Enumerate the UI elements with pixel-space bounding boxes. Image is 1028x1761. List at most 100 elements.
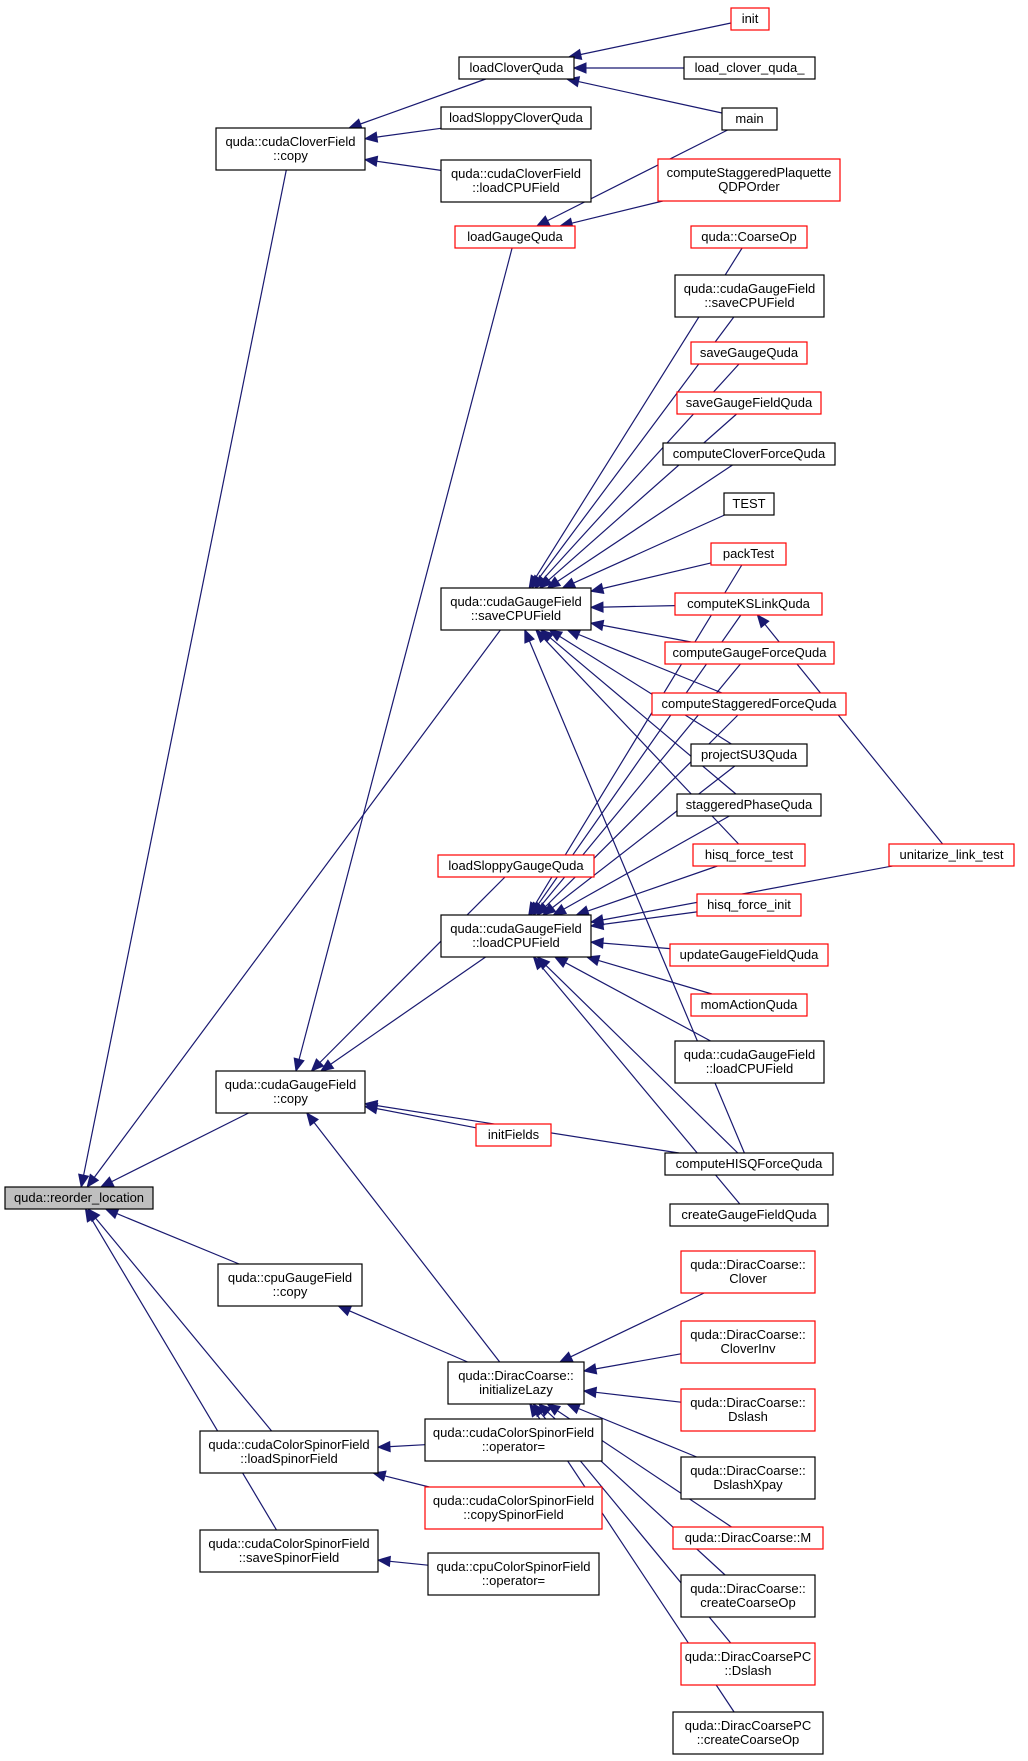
edge-line	[578, 1407, 697, 1458]
edge-line	[602, 865, 893, 921]
node-computeHISQForceQuda[interactable]: computeHISQForceQuda	[664, 1152, 834, 1176]
node-computeGaugeForceQuda[interactable]: computeGaugeForceQuda	[664, 641, 835, 665]
node-cpuGaugeField_copy[interactable]: quda::cpuGaugeField::copy	[217, 1263, 363, 1307]
node-box	[669, 1203, 829, 1227]
edge-line	[83, 169, 287, 1176]
node-box	[672, 1711, 824, 1755]
node-box	[730, 7, 770, 31]
node-projectSU3Quda[interactable]: projectSU3Quda	[690, 743, 808, 767]
node-DiracCoarse_Clover[interactable]: quda::DiracCoarse::Clover	[680, 1250, 816, 1294]
edge-arrowhead	[78, 1173, 90, 1189]
node-loadCloverQuda[interactable]: loadCloverQuda	[458, 56, 575, 80]
node-label: quda::cudaGaugeField	[684, 1047, 816, 1062]
node-label: computeCloverForceQuda	[673, 446, 826, 461]
node-cudaCloverField_copy[interactable]: quda::cudaCloverField::copy	[215, 127, 366, 171]
node-box	[440, 914, 592, 958]
edge-line	[360, 78, 487, 125]
node-cudaGaugeField_saveCPUField_2[interactable]: quda::cudaGaugeField::saveCPUField	[674, 274, 825, 318]
node-label: main	[735, 111, 763, 126]
node-TEST[interactable]: TEST	[723, 492, 775, 516]
node-saveGaugeFieldQuda[interactable]: saveGaugeFieldQuda	[676, 391, 822, 415]
edge-line	[559, 635, 732, 745]
node-label: quda::DiracCoarsePC	[685, 1649, 811, 1664]
node-label: ::Dslash	[725, 1663, 772, 1678]
node-box	[674, 1040, 825, 1084]
node-DiracCoarse_createCoarseOp[interactable]: quda::DiracCoarse::createCoarseOp	[680, 1574, 816, 1618]
node-label: computeStaggeredPlaquette	[667, 165, 832, 180]
node-label: init	[742, 11, 759, 26]
edge-DiracCoarse_CloverInv-to-DiracCoarse_initializeLazy	[582, 1353, 682, 1375]
edge-TEST-to-cudaGaugeField_saveCPUField_main	[561, 514, 725, 589]
node-cudaColorSpinorField_loadSpinorField[interactable]: quda::cudaColorSpinorField::loadSpinorFi…	[199, 1430, 379, 1474]
node-hisq_force_test[interactable]: hisq_force_test	[692, 843, 806, 867]
node-box	[424, 1418, 603, 1462]
node-hisq_force_init[interactable]: hisq_force_init	[696, 893, 802, 917]
node-CoarseOp[interactable]: quda::CoarseOp	[690, 225, 808, 249]
node-cudaGaugeField_loadCPUField_main[interactable]: quda::cudaGaugeField::loadCPUField	[440, 914, 592, 958]
node-computeCloverForceQuda[interactable]: computeCloverForceQuda	[662, 442, 836, 466]
node-DiracCoarse_CloverInv[interactable]: quda::DiracCoarse::CloverInv	[680, 1320, 816, 1364]
edge-arrowhead	[756, 613, 770, 629]
node-momActionQuda[interactable]: momActionQuda	[690, 993, 808, 1017]
edge-arrowhead	[541, 902, 557, 916]
node-init[interactable]: init	[730, 7, 770, 31]
edge-line	[565, 962, 711, 1042]
node-cpuColorSpinorField_operator_eq[interactable]: quda::cpuColorSpinorField::operator=	[427, 1552, 600, 1596]
node-label: hisq_force_init	[707, 897, 791, 912]
node-DiracCoarse_DslashXpay[interactable]: quda::DiracCoarse::DslashXpay	[680, 1456, 816, 1500]
node-cudaCloverField_loadCPUField[interactable]: quda::cudaCloverField::loadCPUField	[440, 159, 592, 203]
edge-arrowhead	[566, 1403, 582, 1415]
node-label: createGaugeFieldQuda	[681, 1207, 817, 1222]
node-loadSloppyGaugeQuda[interactable]: loadSloppyGaugeQuda	[437, 854, 595, 878]
node-staggeredPhaseQuda[interactable]: staggeredPhaseQuda	[676, 793, 822, 817]
node-createGaugeFieldQuda[interactable]: createGaugeFieldQuda	[669, 1203, 829, 1227]
node-computeKSLinkQuda[interactable]: computeKSLinkQuda	[674, 592, 823, 616]
edge-line	[595, 1391, 682, 1403]
node-initFields[interactable]: initFields	[475, 1123, 552, 1147]
node-loadGaugeQuda[interactable]: loadGaugeQuda	[454, 225, 576, 249]
node-unitarize_link_test[interactable]: unitarize_link_test	[888, 843, 1015, 867]
node-label: ::operator=	[482, 1573, 545, 1588]
node-label: QDPOrder	[718, 179, 780, 194]
node-DiracCoarse_initializeLazy[interactable]: quda::DiracCoarse::initializeLazy	[447, 1361, 585, 1405]
edge-arrowhead	[376, 1555, 391, 1568]
node-cudaGaugeField_loadCPUField_2[interactable]: quda::cudaGaugeField::loadCPUField	[674, 1040, 825, 1084]
node-updateGaugeFieldQuda[interactable]: updateGaugeFieldQuda	[669, 943, 829, 967]
edge-cpuGaugeField_copy-to-reorder_location	[104, 1208, 240, 1265]
node-cudaColorSpinorField_copySpinorField[interactable]: quda::cudaColorSpinorField::copySpinorFi…	[424, 1486, 603, 1530]
node-DiracCoarsePC_Dslash[interactable]: quda::DiracCoarsePC::Dslash	[680, 1642, 816, 1686]
edge-hisq_force_test-to-cudaGaugeField_loadCPUField_main	[575, 865, 718, 917]
node-cudaGaugeField_saveCPUField_main[interactable]: quda::cudaGaugeField::saveCPUField	[440, 587, 592, 631]
node-label: ::copySpinorField	[463, 1507, 563, 1522]
node-label: initializeLazy	[479, 1382, 553, 1397]
node-DiracCoarsePC_createCoarseOp[interactable]: quda::DiracCoarsePC::createCoarseOp	[672, 1711, 824, 1755]
node-label: computeHISQForceQuda	[676, 1156, 823, 1171]
edge-packTest-to-cudaGaugeField_saveCPUField_main	[589, 562, 712, 595]
node-DiracCoarse_M[interactable]: quda::DiracCoarse::M	[672, 1526, 824, 1550]
node-box	[664, 641, 835, 665]
edge-arrowhead	[589, 619, 605, 632]
node-loadSloppyCloverQuda[interactable]: loadSloppyCloverQuda	[440, 106, 592, 130]
node-label: ::createCoarseOp	[697, 1732, 800, 1747]
node-main[interactable]: main	[721, 107, 778, 131]
edge-cudaColorSpinorField_operator_eq-to-cudaColorSpinorField_loadSpinorField	[376, 1440, 426, 1453]
edge-arrowhead	[553, 956, 569, 968]
node-cudaColorSpinorField_saveSpinorField[interactable]: quda::cudaColorSpinorField::saveSpinorFi…	[199, 1529, 379, 1573]
node-packTest[interactable]: packTest	[710, 542, 787, 566]
node-box	[427, 1552, 600, 1596]
node-cudaColorSpinorField_operator_eq[interactable]: quda::cudaColorSpinorField::operator=	[424, 1418, 603, 1462]
node-cudaGaugeField_copy[interactable]: quda::cudaGaugeField::copy	[215, 1070, 366, 1114]
node-saveGaugeQuda[interactable]: saveGaugeQuda	[690, 341, 808, 365]
edge-line	[349, 1310, 468, 1363]
node-computeStaggeredForceQuda[interactable]: computeStaggeredForceQuda	[651, 692, 847, 716]
edge-cudaGaugeField_copy-to-reorder_location	[99, 1112, 249, 1188]
edge-line	[578, 633, 723, 694]
node-DiracCoarse_Dslash[interactable]: quda::DiracCoarse::Dslash	[680, 1388, 816, 1432]
node-label: quda::cudaColorSpinorField	[433, 1493, 594, 1508]
edge-line	[543, 638, 740, 845]
node-load_clover_quda_[interactable]: load_clover_quda_	[683, 56, 816, 80]
edge-arrowhead	[572, 62, 587, 74]
node-label: Dslash	[728, 1409, 768, 1424]
